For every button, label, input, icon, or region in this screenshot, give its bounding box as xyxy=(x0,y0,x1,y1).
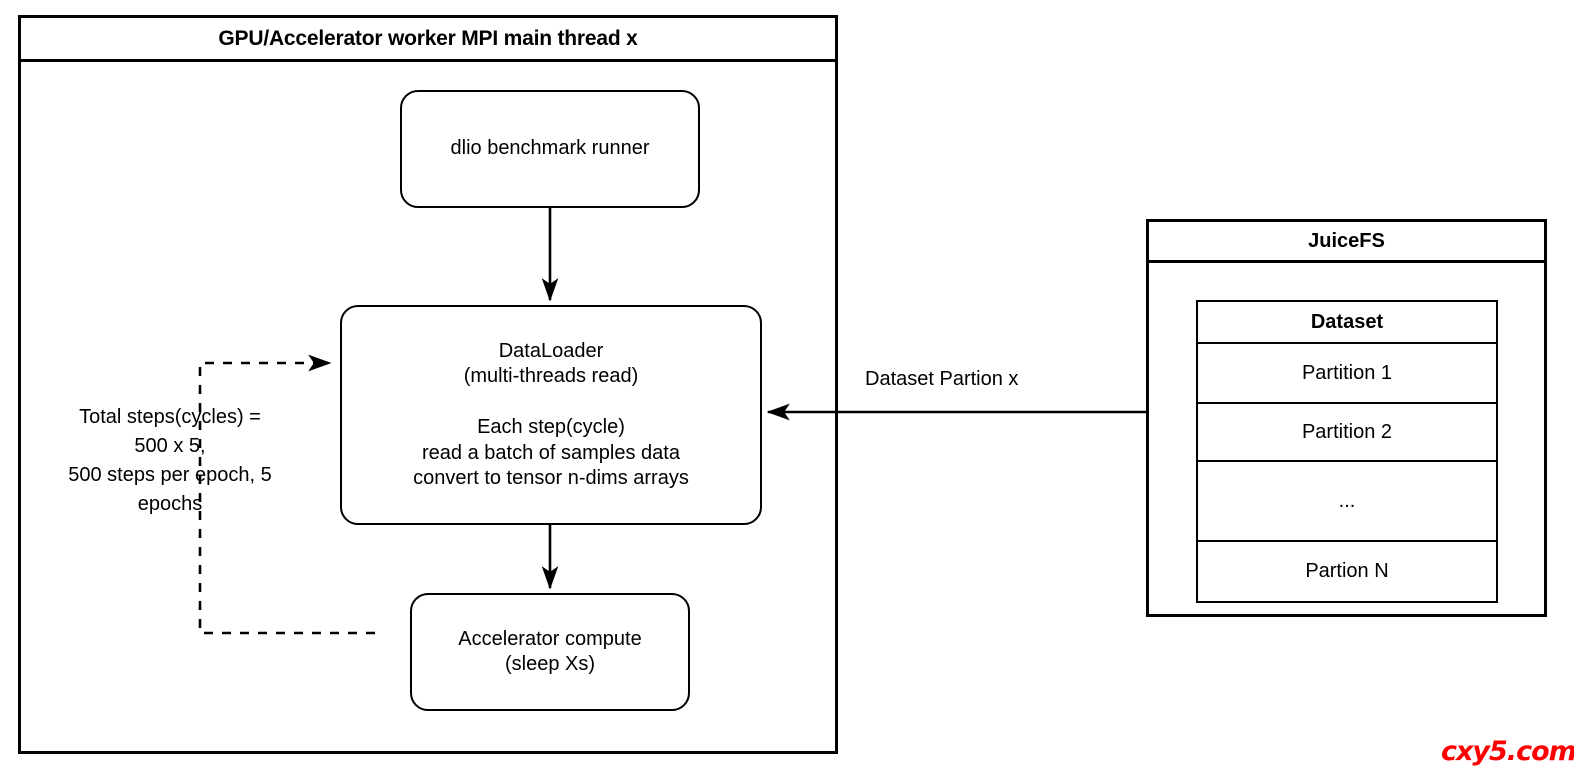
juicefs-title-bar: JuiceFS xyxy=(1149,222,1544,263)
partition-1-label: Partition 1 xyxy=(1301,361,1393,384)
gpu-worker-title: GPU/Accelerator worker MPI main thread x xyxy=(218,26,638,50)
partition-2-label: Partition 2 xyxy=(1301,420,1393,443)
table-row[interactable]: Partition 2 xyxy=(1198,404,1496,462)
gpu-worker-title-bar: GPU/Accelerator worker MPI main thread x xyxy=(21,18,835,62)
partition-n-label: Partion N xyxy=(1305,559,1389,582)
dataset-table: Dataset Partition 1 Partition 2 ... Part… xyxy=(1196,300,1498,603)
dlio-benchmark-runner-label: dlio benchmark runner xyxy=(450,137,650,160)
juicefs-container: JuiceFS Dataset Partition 1 Partition 2 … xyxy=(1146,219,1547,617)
dlio-benchmark-runner-box[interactable]: dlio benchmark runner xyxy=(400,90,700,208)
juicefs-title: JuiceFS xyxy=(1308,229,1385,252)
table-row[interactable]: Partion N xyxy=(1198,542,1496,600)
dataloader-title-label: DataLoader (multi-threads read) xyxy=(463,340,639,388)
table-row[interactable]: Partition 1 xyxy=(1198,344,1496,404)
dataset-table-header: Dataset xyxy=(1198,302,1496,344)
dataloader-box[interactable]: DataLoader (multi-threads read) Each ste… xyxy=(340,305,762,525)
watermark: cxy5.com xyxy=(1441,736,1574,767)
accelerator-compute-box[interactable]: Accelerator compute (sleep Xs) xyxy=(410,593,690,711)
dataloader-body-label: Each step(cycle) read a batch of samples… xyxy=(413,416,689,489)
dataset-table-header-label: Dataset xyxy=(1310,310,1384,333)
partition-ellipsis-label: ... xyxy=(1338,489,1356,512)
total-steps-note: Total steps(cycles) = 500 x 5, 500 steps… xyxy=(68,406,272,515)
dataset-partition-arrow-label: Dataset Partion x xyxy=(865,368,1019,390)
table-row[interactable]: ... xyxy=(1198,462,1496,542)
accelerator-compute-label: Accelerator compute (sleep Xs) xyxy=(458,627,642,675)
